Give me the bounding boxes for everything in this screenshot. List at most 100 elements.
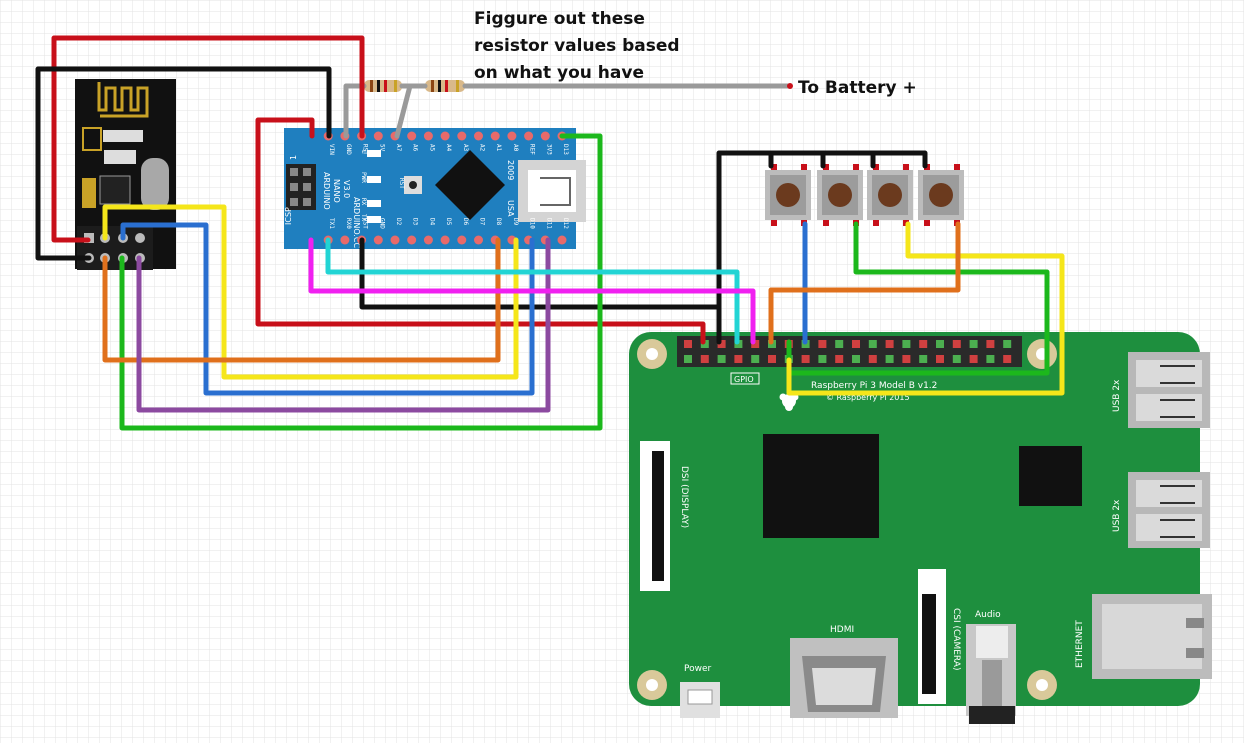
nano-pin-label-top: A2 [479, 144, 486, 152]
wire-green-nrf [119, 133, 603, 431]
gpio-pin [936, 340, 944, 348]
gpio-pin [969, 355, 978, 363]
nano-pin-bottom [340, 235, 350, 245]
gpio-pin [919, 340, 928, 348]
gpio-pin [835, 355, 844, 363]
gpio-pin [684, 340, 692, 348]
gpio-pin [1003, 355, 1012, 363]
gpio-pin [717, 355, 726, 363]
usa-label: USA [506, 200, 515, 217]
nano-pin-label-bottom: RST [362, 218, 369, 229]
gpio-pin [1003, 340, 1012, 348]
nano-pin-label-bottom: TX1 [328, 218, 335, 229]
nano-pin-label-bottom: D7 [479, 218, 486, 226]
nano-pin-label-top: D13 [562, 144, 569, 155]
raspberry-pi-board: GPIO Raspberry Pi 3 Model B v1.2 © Raspb… [629, 332, 1212, 724]
nano-pin-top [373, 131, 383, 141]
gpio-label: GPIO [734, 375, 754, 384]
arduino-site: ARDUINO.CC [352, 197, 361, 248]
nano-pin-label-top: A5 [428, 144, 435, 152]
nano-pin-bottom [440, 235, 450, 245]
usb-label-top: USB 2x [1112, 379, 1122, 412]
wire-red-5v-pi [255, 117, 706, 345]
gpio-pin [835, 340, 844, 348]
gpio-pin [717, 340, 726, 348]
battery-label: To Battery + [798, 78, 917, 98]
power-label: Power [684, 664, 712, 674]
nano-pin-bottom [407, 235, 417, 245]
gpio-pin [818, 340, 827, 348]
wires [35, 35, 1065, 431]
soc-chip [763, 434, 879, 538]
gpio-pin [919, 355, 928, 363]
push-button-4[interactable] [918, 170, 964, 220]
gpio-pin [952, 340, 961, 348]
wire-black-gnd-nrf [35, 66, 332, 261]
nano-pin-top [474, 131, 483, 141]
nano-pin-bottom [557, 235, 567, 245]
led-label-tx: TX [360, 214, 367, 222]
wire-blue-nrf [120, 222, 535, 396]
nano-pin-label-top: A3 [462, 144, 469, 152]
nano-pin-label-bottom: D12 [562, 218, 569, 229]
nano-pin-label-top: 3V3 [545, 144, 552, 155]
push-button-2[interactable] [817, 170, 863, 220]
annotation-line-3: on what you have [474, 63, 644, 83]
nano-pin-label-bottom: D8 [495, 218, 502, 226]
board-name-line2: NANO [332, 179, 341, 203]
ethernet-label: ETHERNET [1075, 620, 1085, 668]
gpio-pin [902, 340, 911, 348]
nano-pin-bottom [390, 235, 400, 245]
wire-cyan-uart [325, 237, 740, 345]
wire-black-buttons [716, 150, 928, 310]
resistor-2 [425, 80, 465, 92]
arduino-nano-board: ICSP 1 ARDUINO NANO V3.0 ARDUINO.CC 2009… [284, 128, 586, 249]
gpio-pin [751, 355, 760, 363]
nano-pin-top [423, 131, 433, 141]
nano-pin-top [440, 131, 450, 141]
wire-yellow-button4 [786, 221, 1065, 396]
nano-pin-top [407, 131, 417, 141]
nano-pin-label-top: A7 [395, 144, 402, 152]
gpio-pin [684, 355, 692, 363]
nano-pin-top [507, 131, 517, 141]
gpio-pin [885, 355, 894, 363]
gpio-pin [852, 340, 860, 348]
usb-port-bottom [1128, 472, 1210, 548]
nano-pin-label-bottom: D4 [428, 218, 435, 226]
pcb-antenna [97, 82, 149, 118]
wire-purple-nrf [136, 237, 551, 413]
wire-gray-battery [343, 83, 793, 139]
push-button-1[interactable] [765, 170, 811, 220]
pi-model-label: Raspberry Pi 3 Model B v1.2 [811, 381, 937, 391]
ethernet-port [1092, 594, 1212, 679]
wire-red-vcc-nrf [51, 35, 365, 243]
nano-pin-top [524, 131, 534, 141]
nrf-chip [99, 175, 131, 205]
gpio-pin [868, 340, 877, 348]
nano-pin-label-bottom: D2 [395, 218, 402, 226]
board-name-line1: ARDUINO [322, 172, 331, 210]
gpio-pin [818, 355, 827, 363]
gpio-pin [751, 340, 760, 348]
nano-pin-label-top: GND [345, 144, 352, 155]
gpio-pin [986, 340, 995, 348]
wire-gray-divider [394, 83, 413, 139]
nano-pin-label-bottom: D9 [512, 218, 519, 226]
nano-pin-label-top: VIN [328, 144, 335, 155]
nano-pin-bottom [474, 235, 483, 245]
nano-pin-label-top: REF [529, 144, 536, 155]
usb-label-bottom: USB 2x [1112, 499, 1122, 532]
push-button-3[interactable] [867, 170, 913, 220]
nano-pin-top [490, 131, 500, 141]
wire-yellow-nrf [102, 204, 519, 380]
nano-pin-label-bottom: D6 [462, 218, 469, 226]
wire-orange-nrf [102, 237, 501, 363]
usb-port-top [1128, 352, 1210, 428]
hdmi-label: HDMI [830, 625, 854, 635]
nano-pin-label-bottom: RX0 [345, 218, 352, 229]
pin1-label: 1 [289, 155, 298, 160]
nano-pin-label-bottom: D5 [445, 218, 452, 226]
arduino-year: 2009 [506, 160, 515, 180]
mcu-chip [435, 150, 505, 220]
